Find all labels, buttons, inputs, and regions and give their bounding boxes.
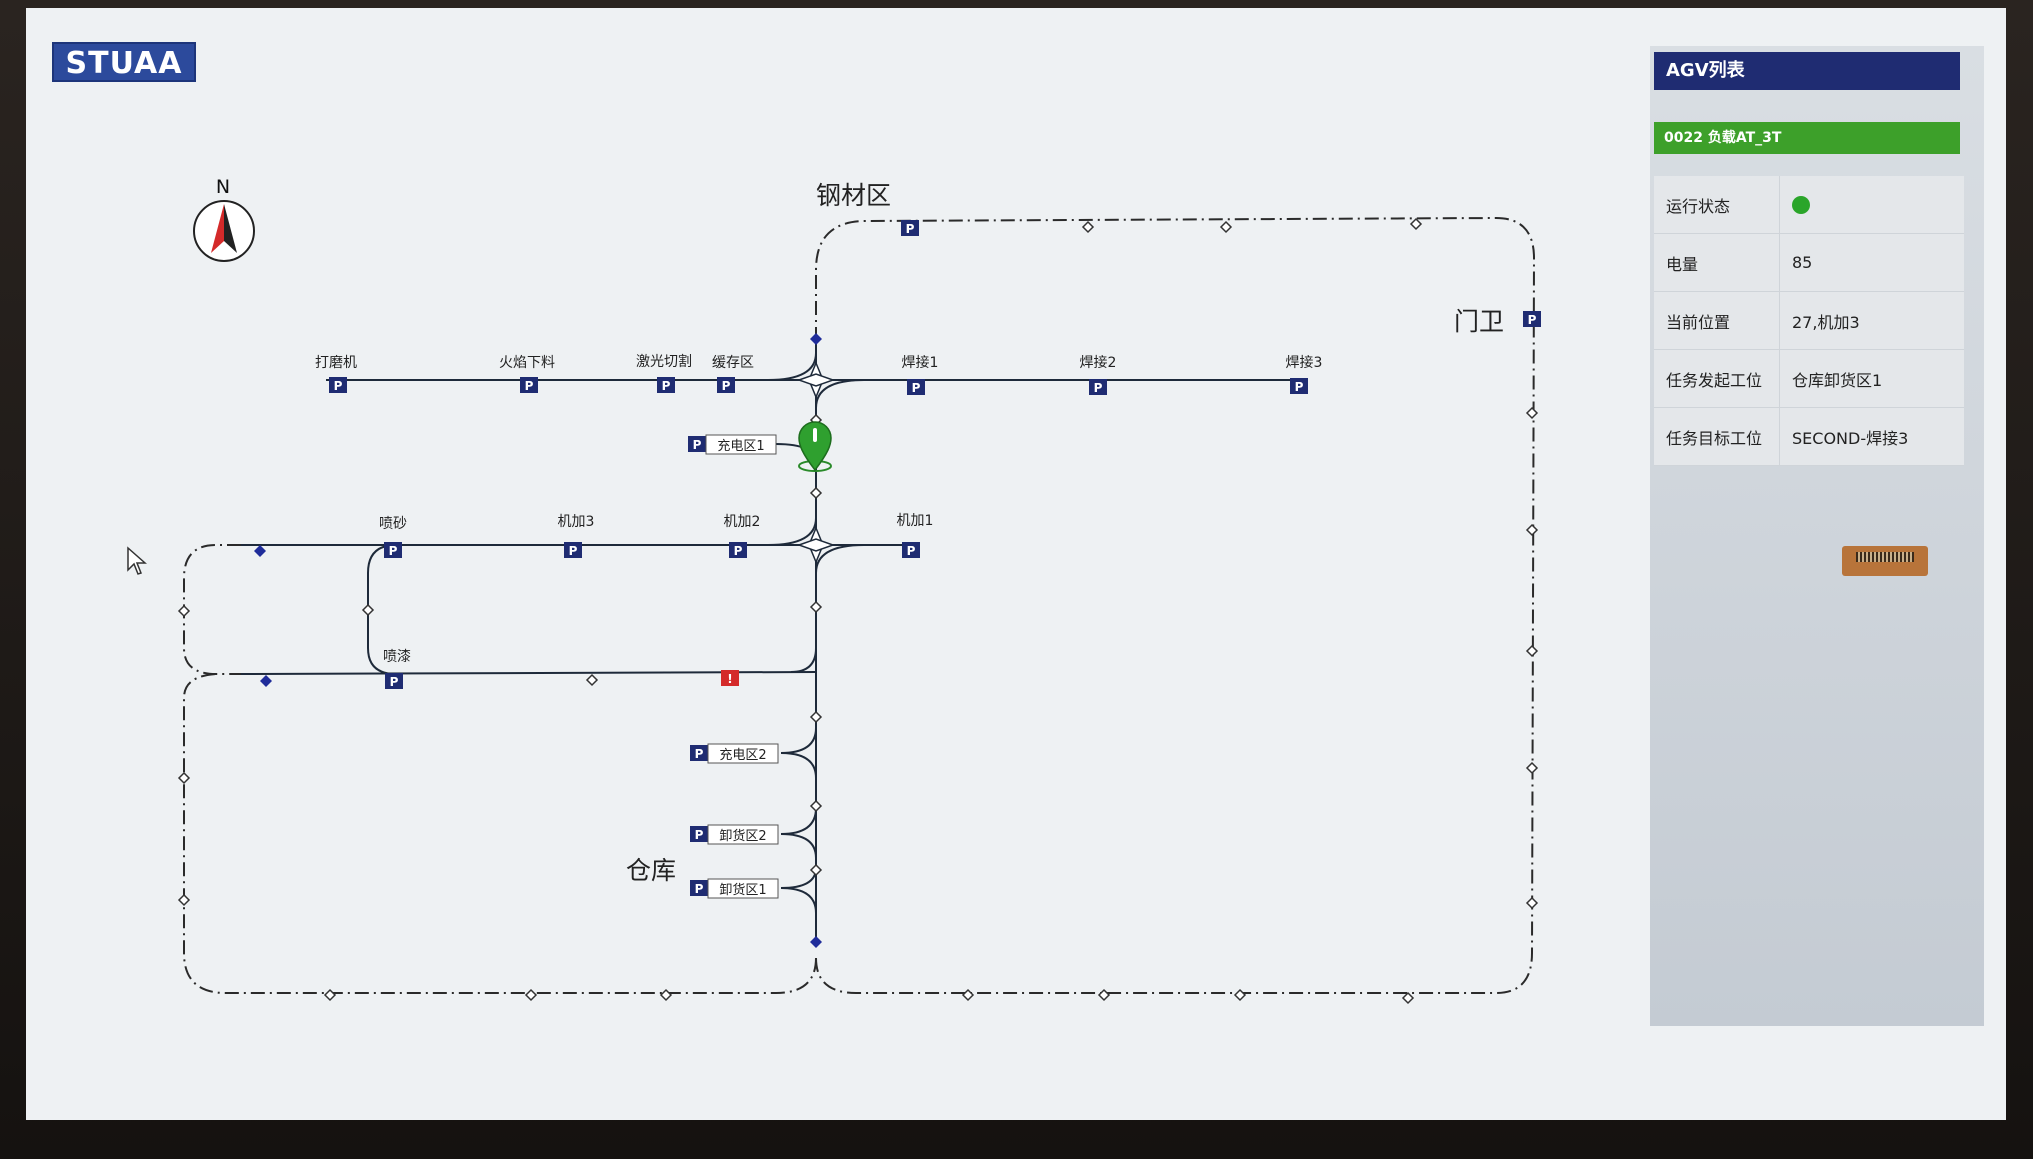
agv-list-item[interactable]: 0022 负载AT_3T (1654, 122, 1960, 154)
p-buffer[interactable]: P (717, 377, 735, 393)
p-weld1[interactable]: P (907, 379, 925, 395)
screen: STUAA N (26, 8, 2006, 1120)
p-machine2[interactable]: P (729, 542, 747, 558)
svg-text:P: P (912, 381, 921, 395)
svg-text:P: P (569, 544, 578, 558)
label-buffer: 缓存区 (712, 355, 754, 371)
p-machine3[interactable]: P (564, 542, 582, 558)
svg-text:P: P (1295, 380, 1304, 394)
nodes-filled (254, 333, 822, 948)
compass-label: N (216, 176, 230, 198)
svg-text:P: P (695, 828, 704, 842)
p-laser-cut[interactable]: P (657, 377, 675, 393)
main-routes (240, 341, 1301, 938)
label-weld3: 焊接3 (1286, 354, 1323, 371)
info-key: 当前位置 (1654, 291, 1780, 350)
p-weld3[interactable]: P (1290, 378, 1308, 394)
svg-text:P: P (695, 747, 704, 761)
info-row-position: 当前位置 27,机加3 (1654, 291, 1964, 350)
route-map[interactable]: N (26, 8, 1646, 1120)
map-area[interactable]: STUAA N (26, 8, 1646, 1120)
mouse-cursor-icon (127, 546, 147, 575)
label-machine3: 机加3 (558, 514, 595, 530)
svg-text:P: P (695, 882, 704, 896)
zone-labels: 钢材区 门卫 仓库 (626, 181, 1504, 885)
station-unload2[interactable]: P 卸货区2 (690, 824, 779, 845)
info-row-status: 运行状态 (1654, 176, 1964, 234)
svg-text:P: P (722, 379, 731, 393)
logo: STUAA (52, 42, 196, 82)
compass: N (193, 176, 255, 262)
station-unload1[interactable]: P 卸货区1 (690, 878, 779, 899)
svg-text:卸货区1: 卸货区1 (719, 882, 766, 898)
p-weld2[interactable]: P (1089, 379, 1107, 395)
info-key: 任务发起工位 (1654, 349, 1780, 408)
svg-text:卸货区2: 卸货区2 (719, 828, 766, 844)
label-sandblast: 喷砂 (379, 516, 407, 532)
svg-text:P: P (525, 379, 534, 393)
svg-text:P: P (906, 222, 915, 236)
svg-text:P: P (907, 544, 916, 558)
svg-text:P: P (389, 544, 398, 558)
label-weld1: 焊接1 (902, 354, 939, 371)
info-value: 仓库卸货区1 (1779, 349, 1964, 408)
svg-text:充电区2: 充电区2 (719, 747, 766, 763)
p-flame-cut[interactable]: P (520, 377, 538, 393)
agv-panel: AGV列表 0022 负载AT_3T 运行状态 电量 85 当前位置 27,机加… (1650, 46, 1984, 1026)
svg-text:P: P (1528, 313, 1537, 327)
p-steel[interactable]: P (901, 220, 919, 236)
info-value (1779, 176, 1964, 234)
info-value: 27,机加3 (1779, 291, 1964, 350)
alert-marker[interactable]: ! (721, 670, 739, 686)
station-labels: 打磨机 火焰下料 激光切割 缓存区 焊接1 焊接2 焊接3 喷砂 机加3 机加2… (315, 353, 1322, 665)
label-paint: 喷漆 (383, 649, 411, 665)
p-paint[interactable]: P (385, 673, 403, 689)
status-ok-icon (1792, 196, 1810, 215)
waypoints (177, 217, 1539, 1005)
panel-title: AGV列表 (1654, 52, 1960, 90)
info-row-task-origin: 任务发起工位 仓库卸货区1 (1654, 349, 1964, 408)
station-markers[interactable]: P P P P P P P P P P P P P P (329, 220, 1541, 689)
info-key: 运行状态 (1654, 176, 1780, 234)
info-row-battery: 电量 85 (1654, 233, 1964, 292)
zone-warehouse: 仓库 (626, 856, 676, 885)
junctions (796, 361, 836, 564)
svg-text:P: P (390, 675, 399, 689)
station-charge1[interactable]: P 充电区1 (688, 434, 777, 455)
label-machine2: 机加2 (724, 514, 761, 530)
svg-text:充电区1: 充电区1 (717, 438, 764, 454)
svg-text:P: P (693, 438, 702, 452)
svg-text:P: P (334, 379, 343, 393)
outer-loop-routes (183, 216, 1536, 994)
info-value: SECOND-焊接3 (1779, 407, 1964, 466)
label-laser-cut: 激光切割 (636, 353, 692, 370)
svg-text:P: P (662, 379, 671, 393)
p-machine1[interactable]: P (902, 542, 920, 558)
side-stations[interactable]: P 充电区1 P 充电区2 P 卸货区2 (688, 434, 779, 899)
svg-text:!: ! (727, 672, 732, 686)
barcode-sticker (1842, 546, 1928, 576)
label-grinder: 打磨机 (315, 354, 357, 371)
label-flame-cut: 火焰下料 (499, 355, 555, 371)
label-machine1: 机加1 (897, 513, 934, 529)
p-sandblast[interactable]: P (384, 542, 402, 558)
info-key: 电量 (1654, 233, 1780, 292)
info-row-task-target: 任务目标工位 SECOND-焊接3 (1654, 407, 1964, 466)
svg-text:P: P (1094, 381, 1103, 395)
info-key: 任务目标工位 (1654, 407, 1780, 466)
p-grinder[interactable]: P (329, 377, 347, 393)
zone-steel: 钢材区 (816, 181, 891, 210)
p-gate[interactable]: P (1523, 311, 1541, 327)
agv-location-pin-icon[interactable] (798, 421, 832, 472)
agv-info-table: 运行状态 电量 85 当前位置 27,机加3 任务发起工位 仓库卸货区1 任务目… (1654, 176, 1964, 466)
label-weld2: 焊接2 (1080, 354, 1117, 371)
station-charge2[interactable]: P 充电区2 (690, 743, 779, 764)
info-value: 85 (1779, 233, 1964, 292)
zone-gate: 门卫 (1454, 307, 1504, 336)
svg-text:P: P (734, 544, 743, 558)
